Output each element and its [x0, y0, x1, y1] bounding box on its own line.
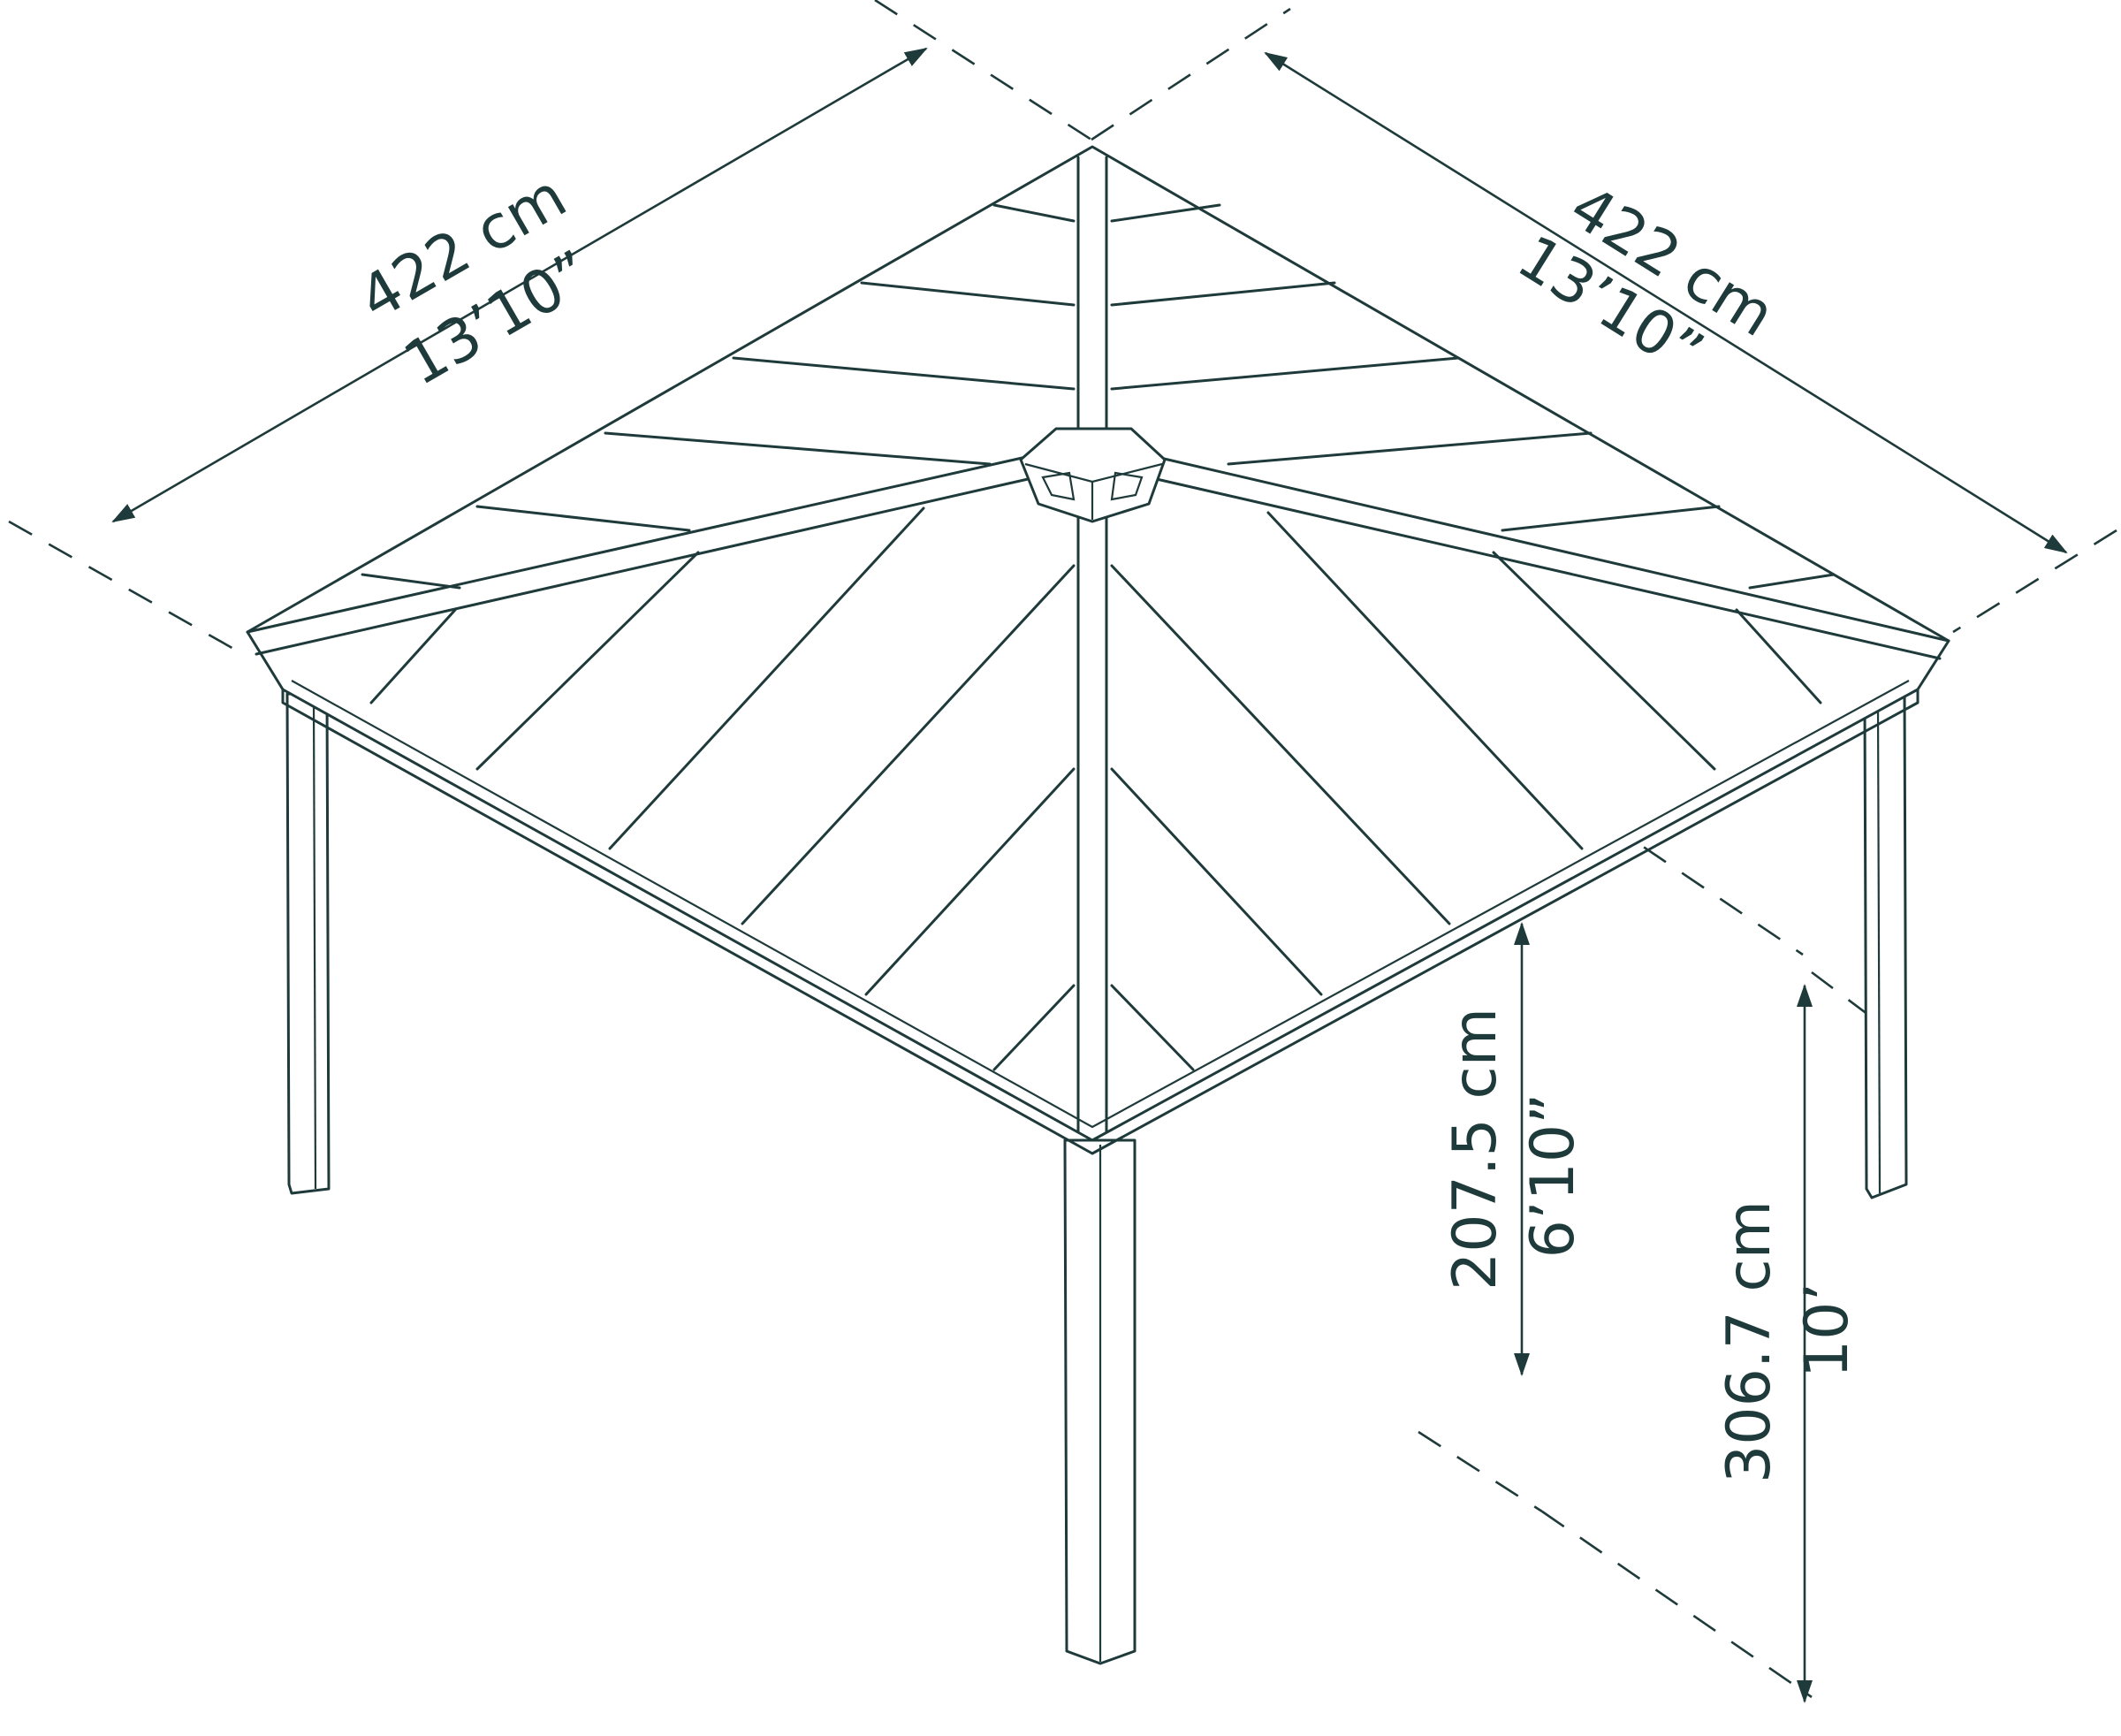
dimension-eave-height: 207.5 cm 6’10”	[1441, 922, 1588, 1376]
extension-lines	[8, 0, 2117, 1699]
eave-height-metric: 207.5 cm	[1441, 1008, 1510, 1291]
post-front	[1063, 1138, 1137, 1665]
dimension-total-height: 306.7 cm 10’	[1714, 984, 1862, 1703]
total-height-metric: 306.7 cm	[1714, 1200, 1784, 1483]
total-height-imperial: 10’	[1792, 1283, 1862, 1378]
post-right	[1863, 688, 1908, 1199]
roof-hub	[1019, 427, 1167, 523]
post-left	[285, 692, 331, 1195]
eave-height-imperial: 6’10”	[1518, 1093, 1588, 1259]
